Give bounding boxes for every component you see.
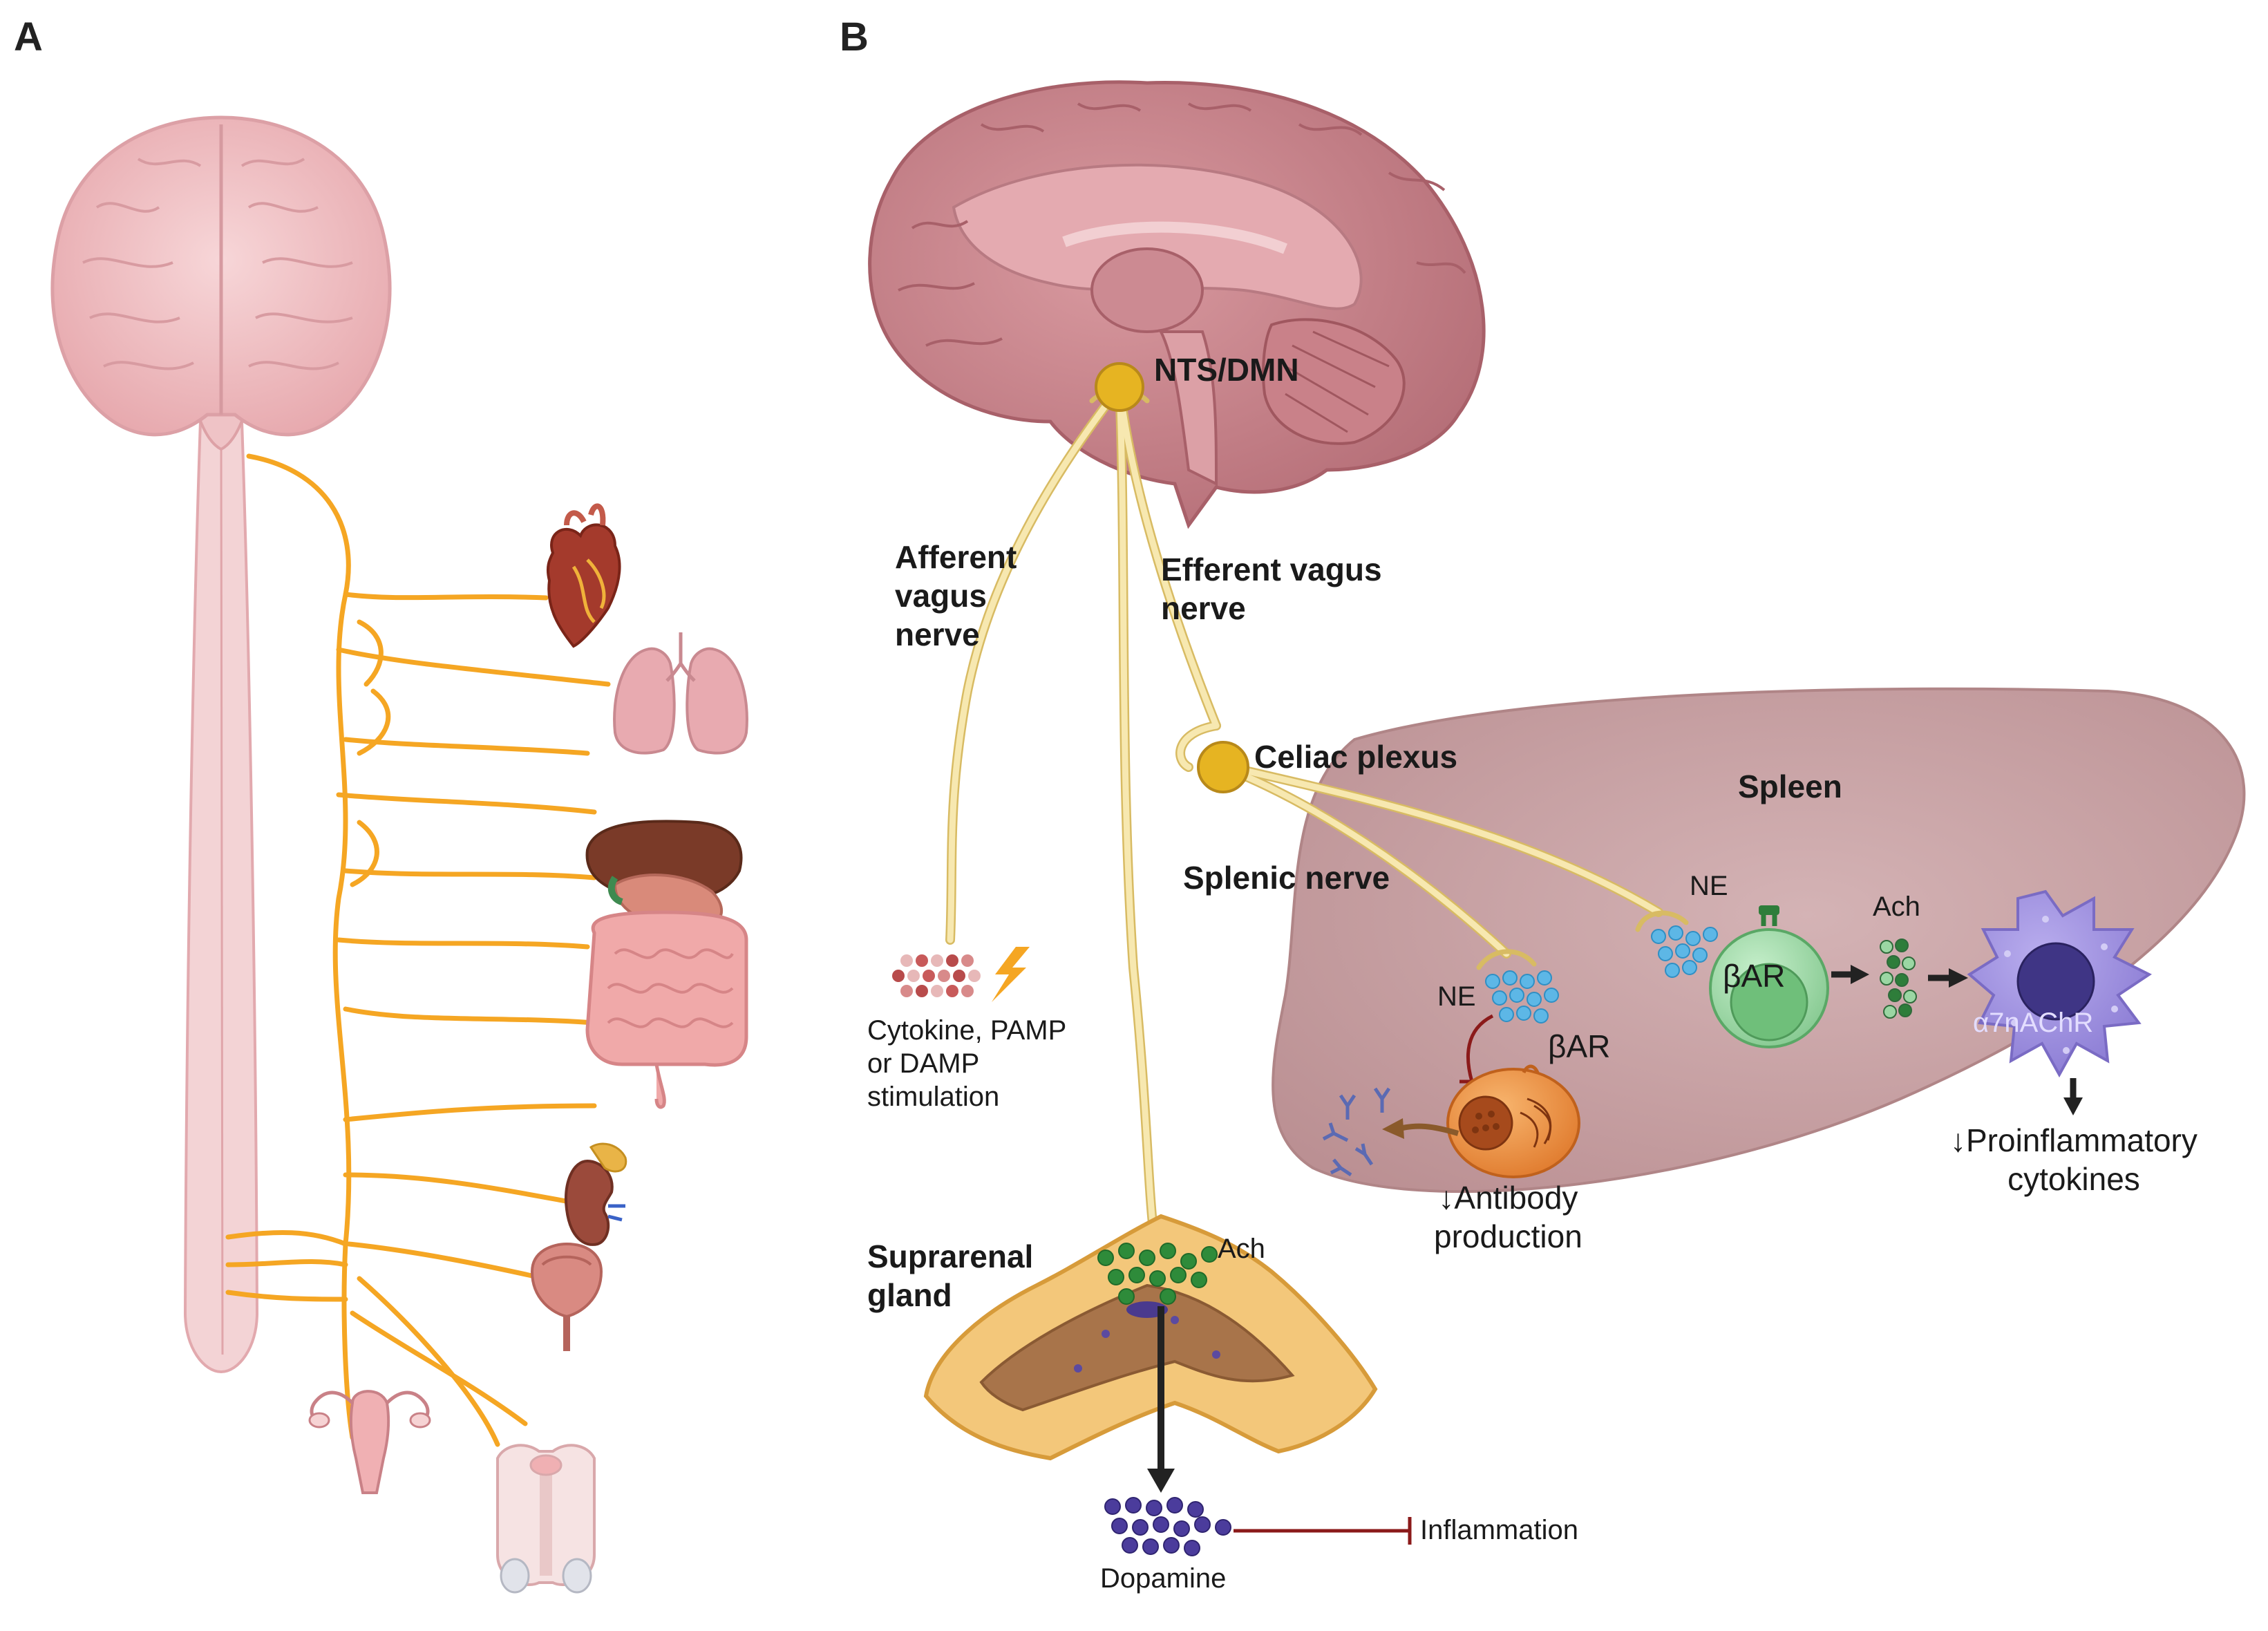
ne-vesicles-lower [1485,970,1559,1024]
lungs-icon [613,632,748,755]
dopamine-molecules [1104,1497,1231,1556]
tcell-to-ach-arrow-head [1851,965,1869,984]
uterus-icon [308,1390,431,1494]
spinal-cord-icon [183,372,259,1374]
vagus-nerve-paths [945,382,1689,1261]
efferent-vagus-label: Efferent vagus nerve [1161,551,1382,627]
antibody-icon [1322,1087,1391,1177]
splenic-nerve-label: Splenic nerve [1183,860,1390,896]
nts-dmn-label: NTS/DMN [1154,352,1299,388]
suprarenal-gland-label: Suprarenal gland [867,1238,1034,1314]
heart-icon [546,503,621,648]
dopamine-inhibits-inflammation [1234,1517,1412,1545]
macrophage-output-arrow-head [2063,1097,2083,1115]
antibody-secretion-arrow [1402,1123,1459,1136]
dopamine-arrow-head [1147,1469,1175,1493]
antibody-secretion-arrow-head [1382,1118,1404,1139]
vagus-nerve-branches [225,453,611,1447]
ach-label-spleen: Ach [1873,892,1920,922]
intestine-icon [585,910,748,1109]
ne-label-upper: NE [1690,871,1728,901]
beta-ar-label-tcell: βAR [1723,958,1786,994]
brain-icon [50,115,392,437]
stimulation-label: Cytokine, PAMP or DAMP stimulation [867,1015,1067,1112]
bladder-icon [530,1242,603,1351]
male-reproductive-icon [496,1444,596,1594]
proinflammatory-cytokines-label: ↓Proinflammatory cytokines [1950,1122,2198,1198]
stimulation-molecules [892,954,981,997]
macrophage [1967,889,2152,1078]
ach-molecules-spleen [1880,939,1917,1019]
ach-label-gland: Ach [1218,1234,1265,1264]
ach-vesicles-gland [1097,1243,1218,1305]
nts-dmn-nucleus [1095,362,1144,412]
brain-sagittal-icon [868,80,1486,529]
t-cell [1709,905,1829,1048]
a7nachr-label: α7nAChR [1973,1008,2094,1038]
b-cell [1446,1064,1580,1178]
kidney-icon [565,1142,627,1246]
adrenal-gland-icon [923,1214,1378,1461]
ne-vesicles-upper [1651,925,1718,978]
panel-label-b: B [840,15,869,59]
afferent-vagus-label: Afferent vagus nerve [895,539,1017,653]
spleen-label: Spleen [1738,769,1842,804]
antibody-production-label: ↓Antibody production [1434,1180,1582,1255]
panel-label-a: A [14,15,43,59]
beta-ar-label-bcell: βAR [1548,1028,1611,1064]
ach-to-macrophage-arrow-head [1949,968,1968,988]
lightning-icon [992,947,1030,1002]
celiac-plexus-ganglion [1197,741,1249,793]
celiac-plexus-label: Celiac plexus [1254,739,1458,775]
dopamine-label: Dopamine [1100,1563,1227,1594]
ne-label-lower: NE [1437,981,1476,1012]
inflammation-label: Inflammation [1420,1515,1578,1545]
